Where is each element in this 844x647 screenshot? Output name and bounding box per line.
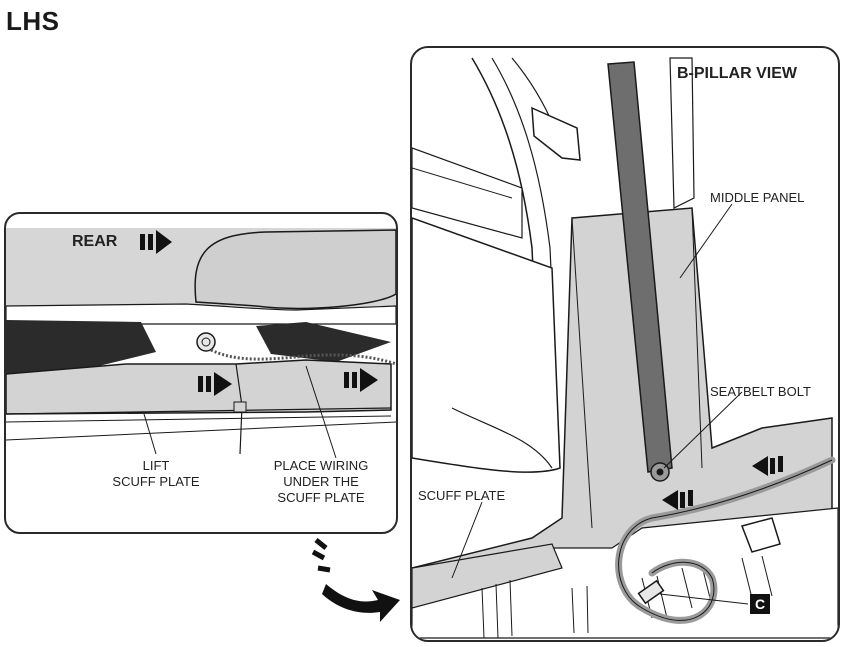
- page-title: LHS: [6, 6, 60, 36]
- scuff-plate-label: SCUFF PLATE: [418, 488, 506, 503]
- b-pillar-view-title: B-PILLAR VIEW: [677, 65, 797, 82]
- middle-panel-label: MIDDLE PANEL: [710, 190, 805, 205]
- push-arrow-left: [198, 372, 232, 396]
- b-pillar-view-panel: B-PILLAR VIEW MIDDLE PANEL SEATBELT BOLT…: [410, 46, 840, 642]
- push-arrow-right: [344, 368, 378, 392]
- harness-arrow-upper: [752, 456, 783, 476]
- scuff-plate-detail-panel: REAR LIFT SCUFF PLATE PLACE WIRING UNDER…: [4, 212, 398, 534]
- connector-c-badge: C: [750, 594, 770, 614]
- rear-direction-arrow: [140, 230, 172, 254]
- lift-scuff-plate-label: LIFT SCUFF PLATE: [112, 458, 200, 489]
- b-pillar-illustration: [412, 57, 838, 639]
- rear-label: REAR: [72, 233, 118, 250]
- seatbelt-bolt-label: SEATBELT BOLT: [710, 384, 811, 399]
- scuff-plate-illustration: [6, 228, 396, 459]
- harness-arrow-lower: [662, 490, 693, 510]
- place-wiring-label: PLACE WIRING UNDER THE SCUFF PLATE: [273, 458, 369, 505]
